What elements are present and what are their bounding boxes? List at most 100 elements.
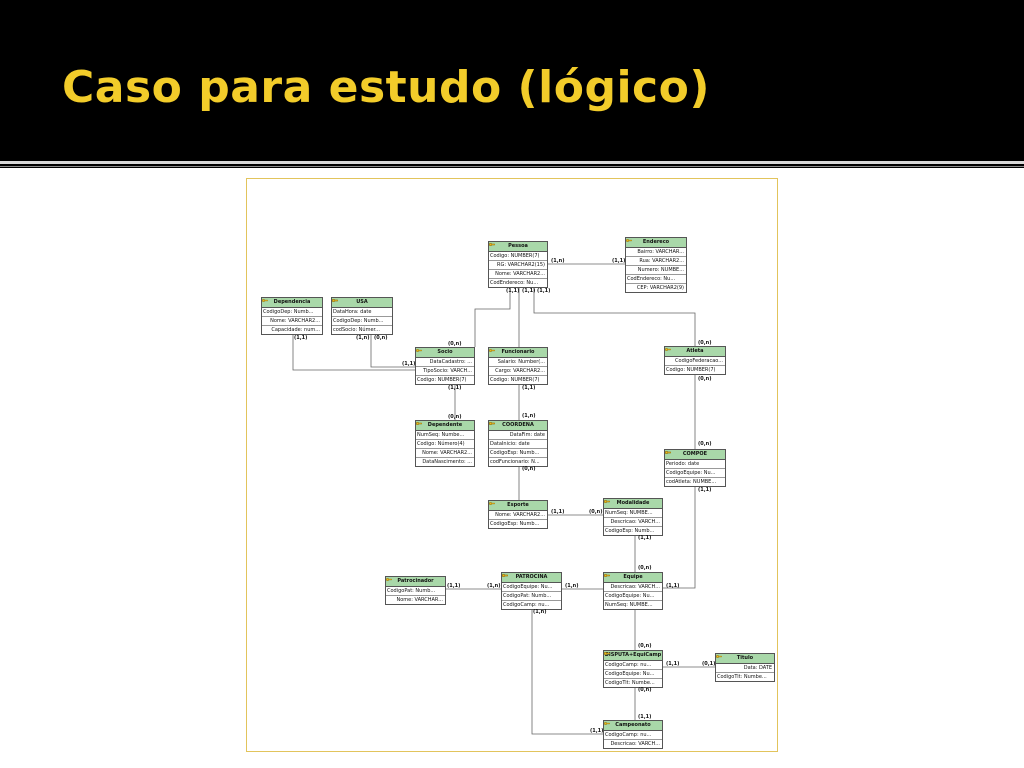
card-atleta-pessoa: (0,n) [698,340,712,346]
slide-title: Caso para estudo (lógico) [62,62,710,113]
attribute-text: Capacidade: num... [271,327,320,333]
attribute-text: Codigo: NUMBER(7) [417,377,467,383]
entity-attribute: Codigo: NUMBER(7) [416,349,474,384]
entity-attribute: NumSeq: Numbe... [416,422,474,440]
card-pessoa-socio: (1,1) [506,288,520,294]
card-patrocinador-side: (1,1) [447,583,461,589]
attribute-text: NumSeq: Numbe... [417,432,465,438]
attribute-text: Cargo: VARCHAR2... [495,368,545,374]
entity-attribute: Codigo: NUMBER(7) [489,243,547,261]
entity-attribute: CodigoEquipe: Nu... [604,652,662,679]
card-dependente-socio: (0,n) [448,414,462,420]
entity-name: Titulo [716,654,774,664]
card-atleta-compoe: (0,n) [698,376,712,382]
entity-attribute: Data: DATE [716,664,774,673]
entity-attribute: Numero: NUMBE... [626,266,686,275]
entity-attribute: CodigoPat: Numb... [502,574,561,601]
card-socio-pessoa: (0,n) [448,341,462,347]
entity-attribute: DataFim: date [489,431,547,440]
entity-attribute: Salario: Number(... [489,358,547,367]
entity-name: Equipe [604,573,662,583]
entity-attribute: DataCadastro: ... [416,358,474,367]
entity-attribute: CodigoDep: Numb... [262,299,322,317]
entity-name: COMPOE [665,450,725,460]
card-usa-b: (0,n) [374,335,388,341]
relationship-lines [292,263,715,735]
entity-attribute: Codigo: NUMBER(7) [489,349,547,384]
line-pessoa-atleta [533,287,696,347]
card-patrocina-equipe: (1,n) [565,583,579,589]
entity-attribute: NumSeq: NUMBE... [604,500,662,518]
card-campeonato-disputa: (1,1) [638,714,652,720]
entity-name: Modalidade [604,499,662,509]
entity-attribute: CodigoPat: Numb... [386,578,445,596]
attribute-text: CodigoCamp: nu... [503,602,550,608]
attribute-text: CodigoCamp: nu... [605,662,652,668]
attribute-text: CodigoEquipe: Nu... [605,593,655,599]
entity-attribute: RG: VARCHAR2(15) [489,261,547,270]
card-funcionario-coordena: (1,1) [522,385,536,391]
entity-name: DISPUTA+EquiCamp [604,651,662,661]
entity-attribute: DataInicio: date [489,422,547,449]
attribute-text: DataInicio: date [490,441,530,447]
card-equipe-modalidade: (0,n) [638,565,652,571]
card-modalidade-equipe: (1,1) [638,535,652,541]
card-disputa-equipe: (0,n) [638,643,652,649]
attribute-text: Nome: VARCHAR2... [422,450,472,456]
entity-attribute: CodigoCamp: nu... [502,574,561,609]
entity-name: Campeonato [604,721,662,731]
attribute-text: Rua: VARCHAR2... [639,258,684,264]
entity-attribute: CodEndereco: Nu... [489,243,547,287]
attribute-text: CodigoPat: Numb... [503,593,552,599]
attribute-text: DataHora: date [333,309,372,315]
attribute-text: Descricao: VARCH... [610,584,660,590]
attribute-text: CodigoPat: Numb... [387,588,436,594]
entity-attribute: CodigoCamp: nu... [604,652,662,670]
card-equipe-compoe: (1,1) [666,583,680,589]
attribute-text: TipoSocio: VARCH... [423,368,472,374]
attribute-text: Salario: Number(... [497,359,545,365]
entity-attribute: CodigoEsp: Numb... [604,500,662,535]
card-coordena-esporte: (1,1) [698,487,712,493]
entity-name: PATROCINA [502,573,561,583]
entity-attribute: CodigoEquipe: Nu... [604,574,662,601]
entity-attribute: Nome: VARCHAR2... [416,449,474,458]
attribute-text: Periodo: date [666,461,700,467]
entity-attribute: Capacidade: num... [262,326,322,334]
card-patrocinador-patrocina: (1,n) [487,583,501,589]
card-pessoa-atleta: (1,1) [537,288,551,294]
entity-attribute: CodigoCamp: nu... [604,722,662,740]
attribute-text: CodEndereco: Nu... [490,280,539,286]
card-dependencia-usa: (1,1) [294,335,308,341]
attribute-text: CodigoFederacao... [675,358,723,364]
card-campeonato-patrocina: (1,1) [590,728,604,734]
line-dependencia-socio [292,330,415,371]
card-pessoa-endereco-b: (1,1) [612,258,626,264]
entity-attribute: codAtleta: NUMBE... [665,451,725,486]
entity-attribute: codSocio: Númer... [332,299,392,334]
card-disputa-titulo: (1,1) [666,661,680,667]
attribute-text: DataNascimento: ... [422,459,472,465]
card-coordena-funcionario: (1,n) [522,413,536,419]
entity-name: COORDENA [489,421,547,431]
entity-attribute: CodigoFederacao... [665,357,725,366]
